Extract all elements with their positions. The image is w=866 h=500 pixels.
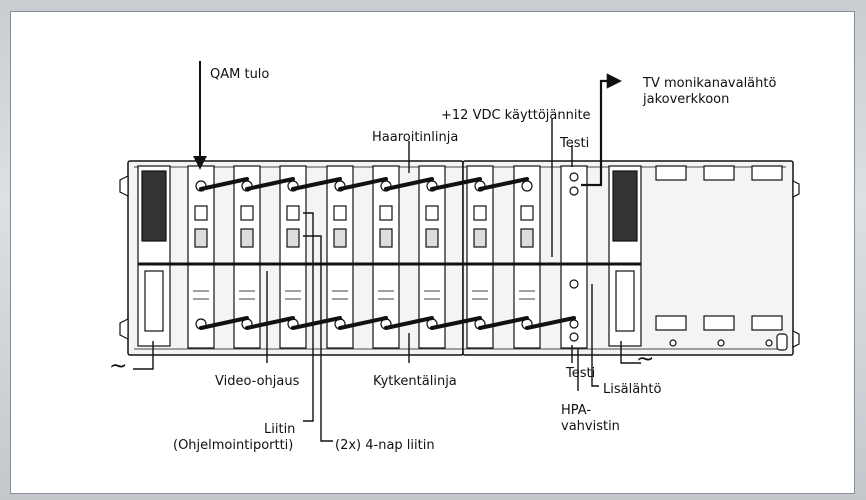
tilde-left: ~	[109, 359, 127, 374]
supply-voltage-label: +12 VDC käyttöjännite	[441, 108, 591, 123]
qam-input-label: QAM tulo	[210, 67, 269, 82]
video-control-label: Video-ohjaus	[215, 374, 299, 389]
hpa-label-1: HPA-	[561, 403, 591, 418]
connector-label-1: Liitin	[264, 422, 295, 437]
hpa-label-2: vahvistin	[561, 419, 620, 434]
switch-line-label: Kytkentälinja	[373, 374, 457, 389]
qam-module	[188, 166, 214, 348]
tv-output-label-1: TV monikanavalähtö	[643, 76, 776, 91]
tv-output-label-2: jakoverkkoon	[643, 92, 729, 107]
extra-output-label: Lisälähtö	[603, 382, 661, 397]
tilde-right: ~	[636, 352, 654, 367]
power-supply-left	[138, 166, 170, 346]
qam-modules	[188, 166, 587, 348]
test-bottom-label: Testi	[566, 366, 595, 381]
four-pin-connector-label: (2x) 4-nap liitin	[335, 438, 435, 453]
diagram-panel: QAM tulo TV monikanavalähtö jakoverkkoon…	[10, 11, 855, 494]
chassis	[128, 161, 793, 355]
cable-plug	[777, 334, 787, 350]
power-supply-right	[609, 166, 641, 346]
branch-line-label: Haaroitinlinja	[372, 130, 458, 145]
test-top-label: Testi	[560, 136, 589, 151]
connector-label-2: (Ohjelmointiportti)	[173, 438, 293, 453]
